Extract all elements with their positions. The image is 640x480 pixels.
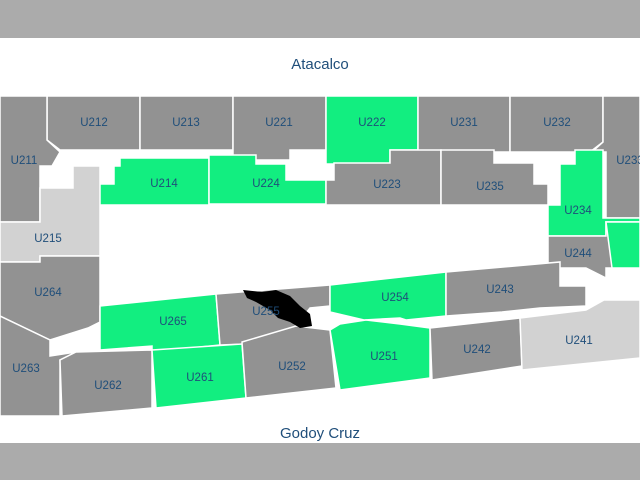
unit-u252[interactable] bbox=[241, 325, 337, 399]
unit-u233[interactable] bbox=[590, 95, 640, 219]
unit-u214[interactable] bbox=[93, 157, 210, 206]
unit-u261[interactable] bbox=[151, 343, 247, 409]
courtyard-shadow-shape bbox=[243, 290, 312, 328]
unit-u224[interactable] bbox=[208, 154, 327, 205]
unit-u212[interactable] bbox=[46, 95, 141, 151]
unit-u235[interactable] bbox=[440, 149, 549, 206]
unit-u223[interactable] bbox=[325, 149, 442, 206]
street-label-top: Atacalco bbox=[291, 56, 349, 73]
unit-u221[interactable] bbox=[232, 95, 327, 161]
unit-u24x[interactable] bbox=[605, 221, 640, 269]
unit-u234[interactable] bbox=[547, 149, 640, 237]
unit-u242[interactable] bbox=[429, 317, 523, 381]
street-label-bottom: Godoy Cruz bbox=[279, 425, 361, 442]
unit-u251[interactable] bbox=[329, 319, 431, 391]
units-layer bbox=[0, 95, 640, 417]
unit-u231[interactable] bbox=[417, 95, 511, 153]
unit-u213[interactable] bbox=[139, 95, 234, 151]
unit-u265[interactable] bbox=[99, 293, 221, 353]
unit-u243[interactable] bbox=[445, 261, 587, 317]
unit-u262[interactable] bbox=[59, 349, 153, 417]
unit-u241[interactable] bbox=[519, 299, 640, 371]
unit-u232[interactable] bbox=[509, 95, 604, 153]
unit-u254[interactable] bbox=[329, 271, 447, 321]
